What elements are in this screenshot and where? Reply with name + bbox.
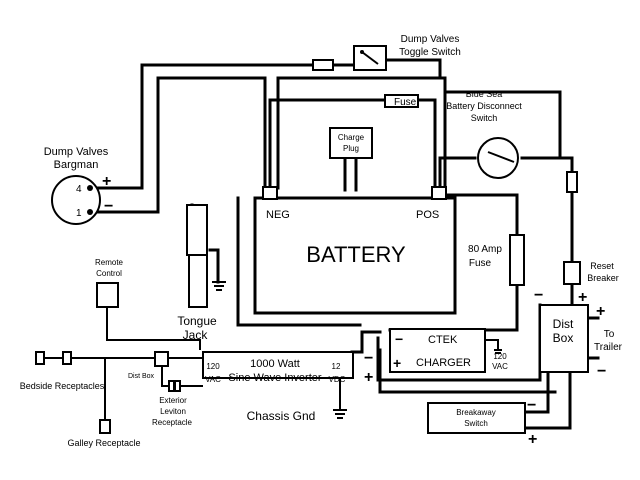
remote-control-label-1: Remote — [95, 258, 124, 267]
bargman-minus: − — [104, 198, 113, 215]
ctek-label: CTEK — [428, 334, 458, 346]
dist-box-main-label-1: Dist — [553, 317, 574, 331]
battery-pos-label: POS — [416, 209, 439, 221]
dist-box-main-label-2: Box — [553, 331, 574, 345]
ctek-charger — [389, 328, 502, 373]
charge-plug-label-1: Charge — [338, 133, 365, 142]
dump-valves-bargman-label-2: Bargman — [54, 159, 99, 171]
fuse-80-label-1: 80 Amp — [468, 244, 502, 255]
inline-fuse — [384, 94, 419, 108]
inverter-minus: − — [364, 350, 373, 367]
tongue-jack-label-1: Tongue — [177, 314, 217, 328]
breakaway-plus: + — [528, 431, 537, 448]
breakaway-switch — [427, 402, 526, 434]
to-trailer-label-2: Trailer — [594, 342, 623, 353]
blue-sea-label-1: Blue Sea — [466, 89, 503, 99]
breakaway-label-1: Breakaway — [456, 408, 496, 417]
dump-valves-bargman-label-1: Dump Valves — [44, 146, 109, 158]
dist-box-plus-1: + — [578, 289, 587, 306]
leviton-label-3: Receptacle — [152, 418, 193, 427]
breakaway-label-2: Switch — [464, 419, 488, 428]
inverter-label-2: Sine Wave Inverter — [228, 372, 321, 384]
inline-fuse-label: Fuse — [394, 97, 417, 108]
dump-valves-toggle-label-1: Dump Valves — [401, 34, 460, 45]
charger-label: CHARGER — [416, 357, 471, 369]
bargman-pin-4: 4 — [76, 184, 82, 195]
blue-sea-label-2: Battery Disconnect — [446, 101, 522, 111]
bedside-receptacles — [35, 351, 72, 365]
inverter-plus: + — [364, 369, 373, 386]
chassis-ground-symbol — [333, 409, 347, 419]
ctek-minus: − — [395, 331, 403, 347]
charge-plug-label-2: Plug — [343, 144, 359, 153]
charge-plug — [329, 127, 373, 159]
battery-label: BATTERY — [306, 242, 406, 267]
dump-valves-toggle-label-2: Toggle Switch — [399, 47, 461, 58]
galley-receptacle — [99, 419, 111, 434]
dist-box-main — [539, 304, 589, 373]
tongue-jack — [186, 204, 226, 308]
fuse-80-label-2: Fuse — [469, 258, 492, 269]
inverter-12-label-1: 12 — [332, 362, 341, 371]
inverter-label-1: 1000 Watt — [250, 358, 300, 370]
inverter-12-label-2: VDC — [329, 375, 346, 384]
inverter-120-label-1: 120 — [206, 362, 220, 371]
blue-sea-disconnect-switch — [477, 137, 519, 179]
breakaway-minus: − — [527, 397, 536, 414]
ctek-plus: + — [393, 355, 401, 371]
dist-box-small — [154, 351, 169, 367]
leviton-label-1: Exterior — [159, 396, 187, 405]
ctek-120-label-1: 120 — [493, 352, 507, 361]
dist-box-minus-1: − — [534, 287, 543, 304]
ctek-120-label-2: VAC — [492, 362, 508, 371]
leviton-label-2: Leviton — [160, 407, 186, 416]
battery — [253, 186, 457, 315]
sine-wave-inverter — [202, 351, 354, 379]
fuse-80-amp — [509, 234, 525, 286]
tongue-jack-label-2: Jack — [183, 328, 209, 342]
blue-sea-label-3: Switch — [471, 113, 498, 123]
bargman-plus: + — [102, 173, 111, 190]
battery-neg-label: NEG — [266, 209, 290, 221]
bedside-label: Bedside Receptacles — [20, 381, 105, 391]
breaker-fuse-small — [566, 171, 578, 193]
bargman-pin-1: 1 — [76, 208, 82, 219]
dump-valves-toggle-switch — [312, 45, 387, 71]
exterior-leviton-receptacle — [168, 380, 181, 392]
dist-box-minus-2: − — [597, 363, 606, 380]
inverter-120-label-2: VAC — [205, 375, 221, 384]
reset-breaker-label-1: Reset — [590, 261, 614, 271]
reset-breaker-label-2: Breaker — [587, 273, 619, 283]
dist-box-plus-2: + — [596, 303, 605, 320]
chassis-gnd-label: Chassis Gnd — [247, 409, 316, 423]
remote-control-label-2: Control — [96, 269, 122, 278]
galley-label: Galley Receptacle — [67, 438, 140, 448]
reset-breaker — [563, 261, 581, 285]
dump-valves-bargman-connector — [51, 175, 101, 225]
dist-box-small-label: Dist Box — [128, 373, 155, 380]
remote-control — [96, 282, 119, 308]
to-trailer-label-1: To — [604, 329, 615, 340]
